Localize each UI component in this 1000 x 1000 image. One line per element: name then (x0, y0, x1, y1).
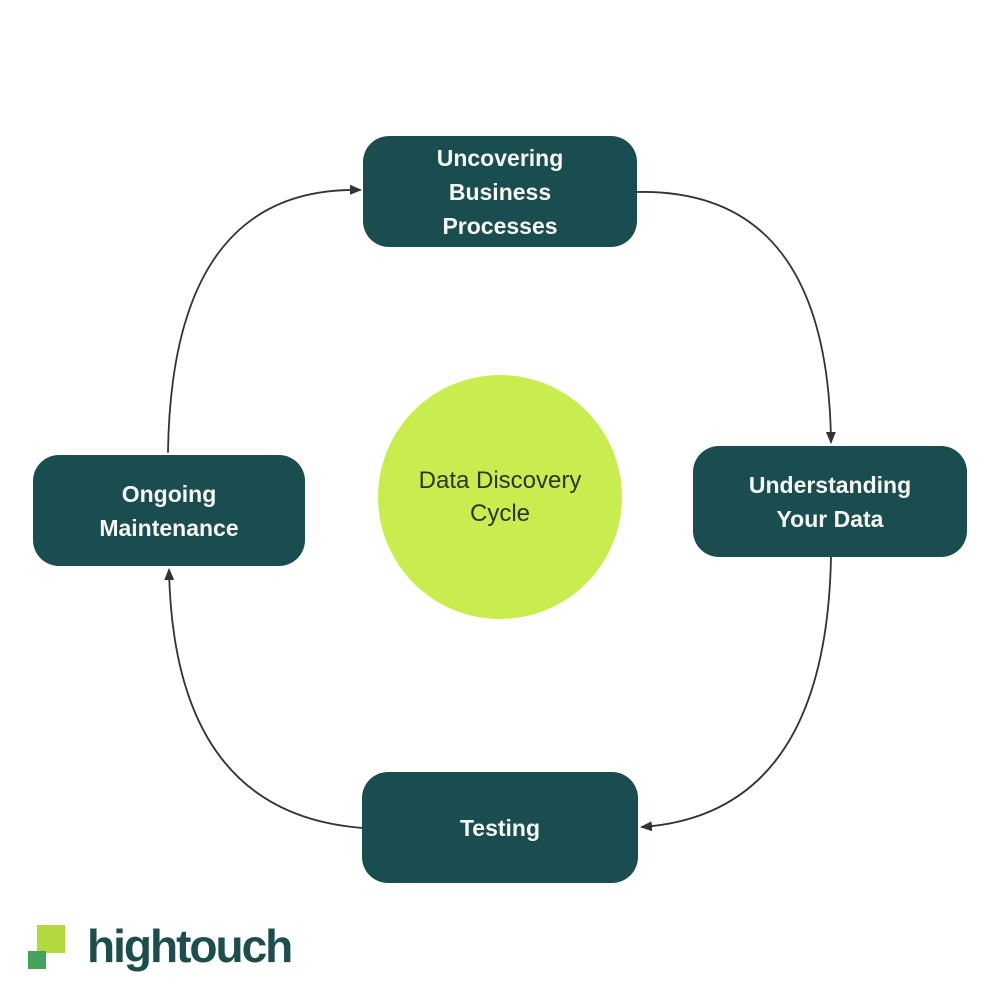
arrow-top-to-right (636, 191, 836, 444)
arrow-bottom-to-left (164, 568, 364, 829)
arrow-left-to-top (167, 184, 362, 453)
node-ongoing-maintenance: Ongoing Maintenance (33, 455, 305, 566)
node-label: Ongoing Maintenance (99, 480, 239, 541)
logo-lime-square (37, 925, 65, 953)
node-understanding-your-data: Understanding Your Data (693, 446, 967, 557)
node-testing: Testing (362, 772, 638, 883)
node-label: Testing (459, 814, 541, 841)
node-label: Uncovering Business Processes (436, 144, 564, 239)
node-label: Understanding Your Data (748, 471, 912, 532)
center-circle: Data Discovery Cycle (378, 375, 622, 619)
center-circle-label: Data Discovery Cycle (418, 467, 582, 527)
hightouch-logo: hightouch (28, 920, 293, 972)
logo-green-square (28, 951, 46, 969)
hightouch-logo-icon (28, 922, 74, 971)
hightouch-logo-text: hightouch (87, 920, 293, 972)
arrow-right-to-bottom (640, 556, 832, 832)
node-uncovering-business-processes: Uncovering Business Processes (363, 136, 637, 247)
